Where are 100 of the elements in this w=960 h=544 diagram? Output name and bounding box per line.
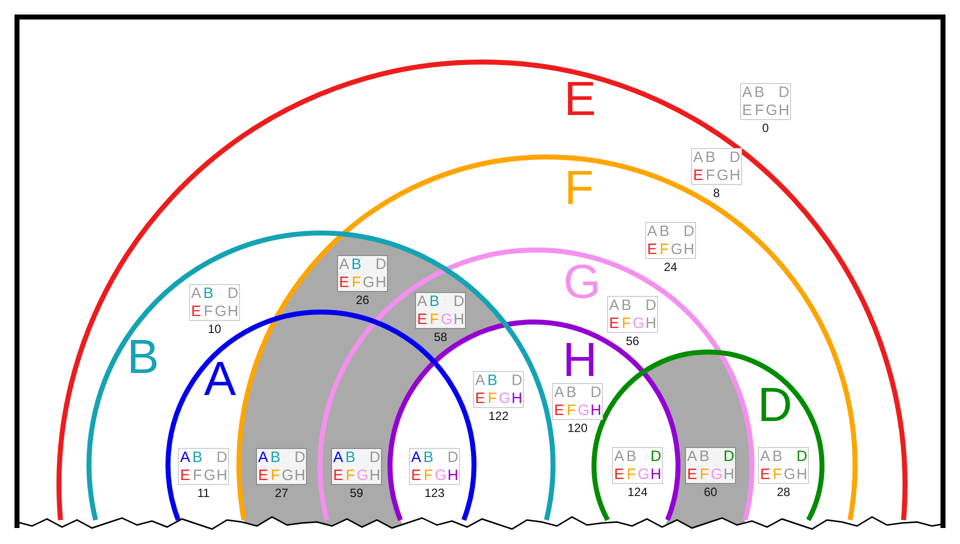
set-letter: F bbox=[486, 390, 498, 407]
region-number: 60 bbox=[704, 486, 718, 499]
set-letter: B bbox=[753, 84, 766, 102]
set-letter: A bbox=[759, 448, 772, 466]
set-letter: F bbox=[658, 240, 670, 258]
set-letter: E bbox=[608, 314, 620, 332]
set-letter: A bbox=[741, 84, 754, 102]
membership-grid bbox=[612, 447, 663, 484]
set-letter: E bbox=[741, 102, 754, 119]
set-letter: E bbox=[646, 240, 658, 258]
region-number: 58 bbox=[434, 331, 448, 344]
set-letter: B bbox=[269, 449, 282, 466]
set-letter: D bbox=[796, 448, 808, 466]
semicircle-outline bbox=[56, 59, 908, 520]
set-letter: H bbox=[796, 466, 808, 483]
set-letter: E bbox=[686, 466, 698, 483]
set-letter: H bbox=[682, 240, 695, 258]
membership-grid bbox=[415, 292, 466, 329]
set-letter: E bbox=[474, 390, 486, 407]
set-letter: E bbox=[416, 310, 428, 328]
set-letter: H bbox=[650, 466, 662, 483]
set-letter: D bbox=[226, 285, 239, 302]
set-letter: F bbox=[704, 166, 716, 184]
set-letter: H bbox=[562, 337, 598, 385]
set-letter: A bbox=[332, 449, 344, 466]
set-letter: B bbox=[698, 448, 710, 466]
set-letter: B bbox=[428, 293, 440, 310]
set-letter: H bbox=[452, 310, 465, 328]
membership-grid bbox=[552, 383, 603, 420]
set-letter: F bbox=[754, 102, 765, 119]
set-letter: E bbox=[692, 166, 704, 184]
membership-grid bbox=[337, 255, 388, 292]
set-letter: D bbox=[510, 372, 523, 390]
set-letter: A bbox=[692, 149, 704, 166]
set-letter: G bbox=[563, 259, 601, 307]
set-letter: D bbox=[374, 256, 387, 274]
set-letter: H bbox=[226, 302, 239, 320]
set-letter: B bbox=[704, 149, 716, 166]
set-letter: G bbox=[710, 466, 723, 483]
set-letter: A bbox=[410, 449, 422, 466]
set-letter: A bbox=[646, 223, 658, 240]
set-letter: B bbox=[625, 448, 638, 466]
region-number: 123 bbox=[424, 487, 445, 500]
set-letter: H bbox=[644, 314, 657, 332]
region-number: 11 bbox=[197, 487, 210, 500]
set-letter: D bbox=[728, 149, 741, 166]
set-letter: B bbox=[565, 384, 578, 402]
set-letter: E bbox=[257, 466, 270, 484]
set-letter: A bbox=[613, 448, 626, 466]
set-letter: H bbox=[728, 166, 741, 184]
region-number: 8 bbox=[713, 187, 720, 200]
set-letter: F bbox=[422, 466, 434, 484]
set-letter: E bbox=[553, 402, 566, 419]
set-letter: B bbox=[658, 223, 670, 240]
membership-grid bbox=[740, 83, 791, 120]
set-letter: G bbox=[498, 390, 511, 407]
set-letter: D bbox=[368, 449, 381, 466]
set-letter: H bbox=[722, 466, 735, 483]
set-letter: G bbox=[670, 240, 683, 258]
region-number: 122 bbox=[488, 410, 509, 423]
set-letter: F bbox=[620, 314, 632, 332]
set-letter: G bbox=[578, 402, 590, 419]
membership-grid bbox=[685, 447, 736, 484]
set-letter: F bbox=[192, 466, 203, 484]
membership-grid bbox=[607, 296, 658, 333]
set-letter: E bbox=[179, 466, 192, 484]
set-letter: D bbox=[644, 297, 657, 314]
set-letter: F bbox=[270, 466, 281, 484]
membership-grid bbox=[256, 448, 307, 485]
set-letter: H bbox=[294, 466, 306, 484]
set-letter: F bbox=[428, 310, 440, 328]
set-letter: G bbox=[204, 466, 216, 484]
set-letter: H bbox=[510, 390, 523, 407]
set-letter: B bbox=[350, 256, 362, 274]
set-letter: D bbox=[216, 449, 228, 466]
set-letter: A bbox=[686, 448, 698, 466]
set-letter: D bbox=[778, 84, 790, 102]
set-letter: B bbox=[344, 449, 356, 466]
set-letter: E bbox=[190, 302, 202, 320]
set-letter: G bbox=[784, 466, 796, 483]
set-letter: D bbox=[294, 449, 306, 466]
region-number: 26 bbox=[356, 294, 370, 307]
membership-grid bbox=[189, 284, 240, 321]
set-letter: B bbox=[202, 285, 214, 302]
set-letter: A bbox=[416, 293, 428, 310]
set-letter: F bbox=[202, 302, 214, 320]
region-number: 56 bbox=[626, 335, 640, 348]
set-letter: E bbox=[338, 274, 350, 291]
set-letter: D bbox=[446, 449, 459, 466]
set-letter: F bbox=[350, 274, 362, 291]
region-number: 24 bbox=[664, 261, 678, 274]
set-letter: G bbox=[434, 466, 447, 484]
set-letter: F bbox=[344, 466, 356, 484]
region-number: 27 bbox=[274, 487, 288, 500]
semicircle-outline bbox=[86, 230, 556, 520]
set-letter: F bbox=[564, 165, 594, 213]
set-letter: G bbox=[282, 466, 294, 484]
set-letter: F bbox=[698, 466, 710, 483]
set-letter: D bbox=[722, 448, 735, 466]
set-letter: G bbox=[766, 102, 778, 119]
